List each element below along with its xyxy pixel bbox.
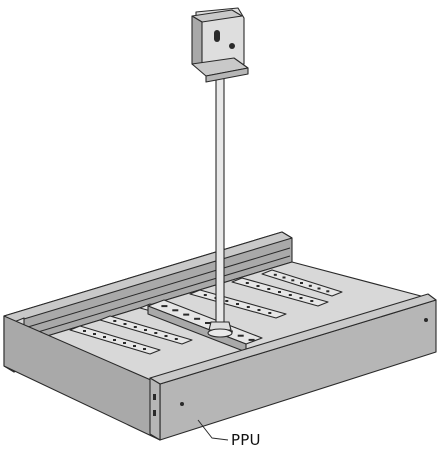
rung-2-slot [174, 338, 178, 340]
rung-6-slot [273, 273, 277, 276]
rung-2-slot [113, 320, 117, 322]
rung-4-slot [257, 309, 261, 311]
rung-6-slot [300, 282, 303, 284]
rung-5-slot [299, 297, 303, 299]
rung-1-slot [123, 342, 126, 344]
rung-2-slot [123, 323, 127, 325]
rung-4-slot [236, 303, 239, 305]
callout-label-ppu: PPU [231, 431, 261, 449]
front-end-slot-1 [153, 394, 156, 400]
rung-5-slot [310, 300, 314, 302]
rung-4-slot [203, 294, 207, 296]
channel-slot [248, 338, 255, 341]
ceiling-bracket [191, 7, 249, 83]
channel-slot [237, 334, 244, 337]
callout-leader [197, 419, 229, 441]
rod-shaft [215, 77, 225, 327]
channel-slot [172, 309, 179, 312]
support-channel [147, 299, 263, 353]
front-wall-hole-left [180, 402, 184, 406]
front-end-wall [3, 315, 161, 441]
rung-1-slot [103, 336, 106, 338]
front-end-slot-2 [153, 410, 156, 416]
channel-slot [183, 313, 190, 316]
back-wall-rib-2 [17, 255, 291, 339]
rung-5-slot [288, 294, 292, 296]
rung-6-slot [317, 287, 321, 290]
rung-5-slot [256, 285, 260, 287]
channel-slot [194, 317, 201, 320]
rung-5-slot [245, 282, 249, 284]
rod-nut [208, 321, 232, 331]
bracket-slot [214, 30, 220, 42]
front-end-wall-flange [149, 377, 161, 441]
rung-6-slot [291, 279, 295, 282]
channel-slot [161, 305, 168, 308]
rung-4-slot [268, 312, 272, 314]
rung-2-slot [164, 335, 168, 337]
rod-washer [207, 328, 233, 338]
rung-1-slot [113, 339, 116, 341]
rung-1-slot [93, 333, 96, 335]
rung-4-slot [225, 300, 229, 302]
bracket-base-front [205, 67, 249, 83]
rung-2-slot [144, 329, 147, 331]
back-wall-rib-1 [17, 247, 291, 331]
rung-5-slot [278, 291, 281, 293]
rung-1-slot [83, 330, 86, 332]
rung-6-slot [326, 290, 330, 293]
rung-2-slot [133, 326, 137, 328]
bracket-left-arm [191, 15, 203, 71]
front-wall-hole-right [424, 318, 428, 322]
rung-1-slot [143, 348, 146, 350]
rung-4-slot [246, 306, 250, 308]
channel-slot [205, 322, 211, 324]
rung-2-slot [154, 332, 158, 334]
rung-1-slot [133, 345, 136, 347]
rung-5-slot [267, 288, 271, 290]
bracket-hole [229, 43, 235, 49]
rung-6-slot [308, 284, 312, 287]
rung-6-slot [282, 276, 286, 279]
